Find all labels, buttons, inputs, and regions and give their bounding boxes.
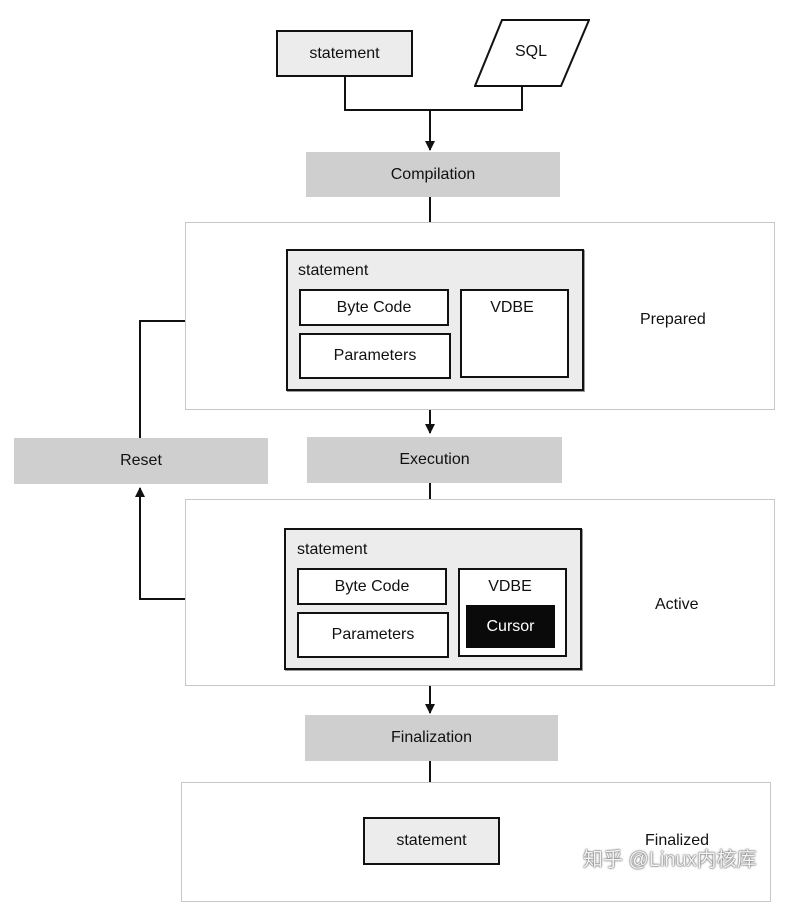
- active-vdbe-label: VDBE: [488, 578, 532, 595]
- finalized-state-label: Finalized: [645, 832, 710, 849]
- active-cursor-label: Cursor: [486, 617, 535, 635]
- active-parameters-box: Parameters: [297, 612, 449, 658]
- prepared-parameters-box: Parameters: [299, 333, 451, 379]
- sql-input-label: SQL: [514, 43, 547, 60]
- active-byte-code-label: Byte Code: [334, 577, 410, 595]
- prepared-state-label: Prepared: [640, 311, 706, 328]
- prepared-parameters-label: Parameters: [333, 347, 417, 364]
- sql-input-parallelogram: [474, 19, 590, 87]
- finalization-label: Finalization: [391, 729, 472, 746]
- execution-phase-box: Execution: [307, 437, 562, 483]
- prepared-vdbe-box: [460, 289, 569, 378]
- compilation-label: Compilation: [390, 165, 476, 183]
- finalized-statement-label: statement: [396, 832, 467, 849]
- prepared-statement-title: statement: [298, 262, 369, 279]
- statement-to-merge-line: [344, 77, 430, 111]
- statement-input-label: statement: [309, 44, 380, 62]
- active-parameters-label: Parameters: [331, 626, 415, 643]
- active-statement-title: statement: [297, 541, 368, 558]
- active-vdbe-label-wrap: VDBE: [458, 576, 562, 598]
- compilation-phase-box: Compilation: [306, 152, 560, 197]
- reset-label: Reset: [120, 452, 162, 469]
- statement-input-box: statement: [276, 30, 413, 77]
- finalized-statement-box: statement: [363, 817, 500, 865]
- execution-label: Execution: [399, 451, 470, 468]
- watermark-text: 知乎 @Linux内核库: [583, 849, 757, 871]
- prepared-byte-code-box: Byte Code: [299, 289, 449, 326]
- finalization-phase-box: Finalization: [305, 715, 558, 761]
- active-byte-code-box: Byte Code: [297, 568, 447, 605]
- active-state-label: Active: [655, 596, 699, 613]
- reset-phase-box: Reset: [14, 438, 268, 484]
- prepared-byte-code-label: Byte Code: [336, 298, 412, 316]
- sql-input-label-wrap: SQL: [494, 36, 568, 68]
- active-cursor-box: Cursor: [466, 605, 555, 648]
- prepared-vdbe-label-wrap: VDBE: [460, 296, 564, 320]
- sql-to-merge-line: [430, 87, 523, 111]
- prepared-vdbe-label: VDBE: [490, 299, 534, 316]
